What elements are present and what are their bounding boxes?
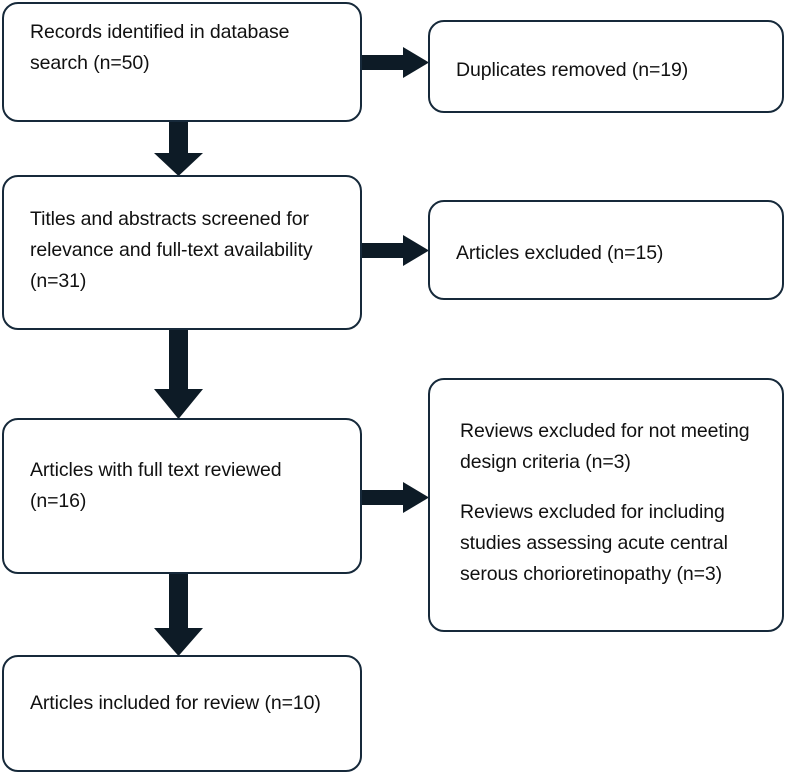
box-articles-included-for-review: Articles included for review (n=10): [2, 655, 362, 772]
arrow-identification-to-duplicates: [362, 47, 429, 78]
box-articles-excluded: Articles excluded (n=15): [428, 200, 784, 300]
arrow-fulltext-to-included: [154, 574, 203, 656]
box-articles-full-text-reviewed: Articles with full text reviewed (n=16): [2, 418, 362, 574]
box-articles-excluded-label: Articles excluded (n=15): [456, 242, 664, 264]
box-articles-included-for-review-label: Articles included for review (n=10): [30, 692, 321, 714]
box-records-identified: Records identified in database search (n…: [2, 2, 362, 122]
arrow-fulltext-to-reviews-excluded: [362, 482, 429, 513]
box-reviews-excluded: Reviews excluded for not meeting design …: [428, 378, 784, 632]
box-reviews-excluded-paragraph-1: Reviews excluded for not meeting design …: [460, 420, 750, 473]
arrow-identification-to-screening: [154, 122, 203, 176]
box-duplicates-removed: Duplicates removed (n=19): [428, 20, 784, 113]
box-titles-abstracts-screened: Titles and abstracts screened for releva…: [2, 175, 362, 330]
arrow-screening-to-fulltext: [154, 330, 203, 419]
box-reviews-excluded-body: Reviews excluded for not meeting design …: [460, 416, 764, 590]
box-articles-full-text-reviewed-label: Articles with full text reviewed (n=16): [30, 459, 282, 512]
box-reviews-excluded-paragraph-2: Reviews excluded for including studies a…: [460, 501, 728, 585]
arrow-screening-to-articles-excluded: [362, 235, 429, 266]
box-duplicates-removed-label: Duplicates removed (n=19): [456, 59, 689, 81]
box-titles-abstracts-screened-label: Titles and abstracts screened for releva…: [30, 208, 313, 292]
box-records-identified-label: Records identified in database search (n…: [30, 21, 290, 74]
